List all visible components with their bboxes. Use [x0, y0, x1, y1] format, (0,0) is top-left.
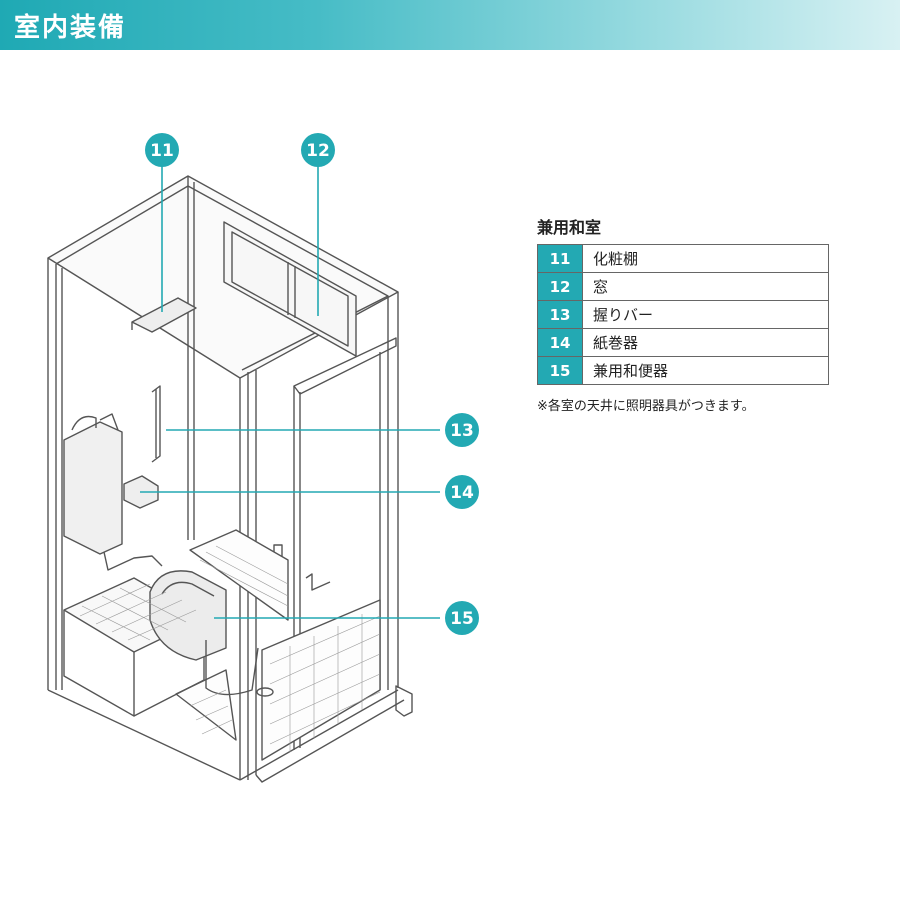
legend-label: 握りバー — [582, 300, 829, 329]
callout-12-label: 12 — [306, 141, 330, 161]
callout-15-label: 15 — [450, 609, 474, 629]
legend-note: ※各室の天井に照明器具がつきます。 — [537, 399, 755, 414]
legend-row: 11 化粧棚 — [537, 244, 829, 273]
legend-row: 13 握りバー — [537, 300, 829, 329]
legend-title: 兼用和室 — [537, 218, 602, 237]
legend-num: 14 — [537, 328, 583, 357]
callout-14-label: 14 — [450, 483, 474, 503]
legend-label: 紙巻器 — [582, 328, 829, 357]
callout-13: 13 — [445, 413, 479, 447]
legend-num: 15 — [537, 356, 583, 385]
legend-label: 兼用和便器 — [582, 356, 829, 385]
callout-13-label: 13 — [450, 421, 474, 441]
callout-11: 11 — [145, 133, 179, 167]
legend-num: 13 — [537, 300, 583, 329]
legend: 兼用和室 11 化粧棚 12 窓 13 握りバー 14 紙巻器 15 兼用和便器… — [537, 214, 829, 414]
callout-14: 14 — [445, 475, 479, 509]
legend-label: 窓 — [582, 272, 829, 301]
legend-row: 12 窓 — [537, 272, 829, 301]
legend-row: 15 兼用和便器 — [537, 356, 829, 385]
callout-11-label: 11 — [150, 141, 174, 161]
page-title: 室内装備 — [14, 13, 127, 43]
callout-15: 15 — [445, 601, 479, 635]
legend-num: 11 — [537, 244, 583, 273]
legend-row: 14 紙巻器 — [537, 328, 829, 357]
legend-label: 化粧棚 — [582, 244, 829, 273]
header-bar: 室内装備 — [0, 0, 900, 50]
legend-table: 11 化粧棚 12 窓 13 握りバー 14 紙巻器 15 兼用和便器 — [537, 244, 829, 385]
legend-num: 12 — [537, 272, 583, 301]
callout-12: 12 — [301, 133, 335, 167]
